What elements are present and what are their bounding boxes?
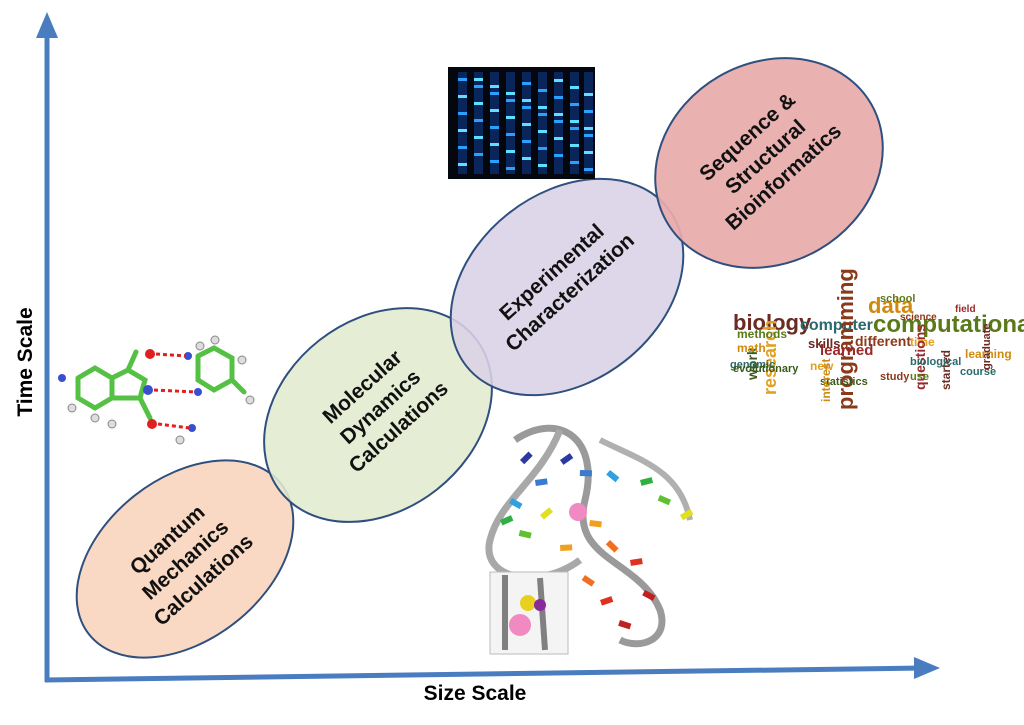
y-axis-arrowhead — [36, 12, 58, 38]
word-cloud-word: field — [955, 304, 976, 315]
word-cloud-word: evolutionary — [733, 363, 799, 375]
word-cloud-word: math — [737, 341, 766, 355]
word-cloud-word: methods — [737, 327, 787, 341]
y-axis-title: Time Scale — [14, 307, 37, 416]
gel-electrophoresis-image — [448, 67, 595, 179]
word-cloud-word: biological — [910, 356, 961, 368]
word-cloud-word: science — [900, 312, 937, 323]
word-cloud-word: different — [855, 333, 911, 349]
word-cloud-word: interest — [819, 359, 833, 402]
rna-structure-illustration — [489, 428, 693, 654]
molecule-illustration — [58, 336, 254, 444]
word-cloud-word: school — [880, 293, 915, 305]
word-cloud-word: course — [960, 366, 996, 378]
word-cloud-word: study — [880, 371, 910, 383]
x-axis-line — [45, 668, 922, 680]
word-cloud-word: graduate — [981, 324, 993, 370]
x-axis-title: Size Scale — [424, 682, 527, 705]
x-axis-arrowhead — [914, 657, 940, 679]
word-cloud-word: skills — [808, 336, 841, 351]
word-cloud-word: use — [910, 371, 929, 383]
